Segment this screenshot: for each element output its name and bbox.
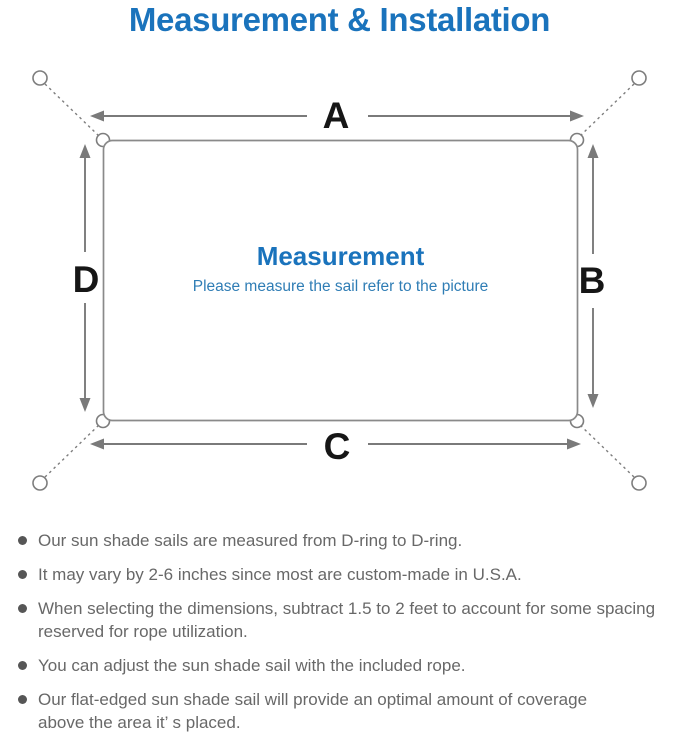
dimension-label-d: D	[73, 259, 100, 300]
anchor-ring-icon-bottom-left	[32, 475, 48, 491]
sail-rectangle	[102, 139, 579, 422]
sail-caption-subtitle: Please measure the sail refer to the pic…	[192, 278, 489, 295]
note-text: It may vary by 2-6 inches since most are…	[38, 565, 522, 584]
anchor-ring-icon-top-right	[631, 70, 647, 86]
bullet-icon	[18, 695, 27, 704]
list-item: It may vary by 2-6 inches since most are…	[16, 563, 672, 586]
list-item: When selecting the dimensions, subtract …	[16, 597, 672, 643]
anchor-ring-icon-bottom-right	[631, 475, 647, 491]
notes-list: Our sun shade sails are measured from D-…	[16, 529, 676, 739]
note-text: Our sun shade sails are measured from D-…	[38, 531, 463, 550]
bullet-icon	[18, 570, 27, 579]
bullet-icon	[18, 604, 27, 613]
page-title: Measurement & Installation	[128, 1, 551, 38]
list-item: Our sun shade sails are measured from D-…	[16, 529, 672, 552]
note-text: You can adjust the sun shade sail with t…	[38, 656, 466, 675]
dimension-label-b: B	[579, 260, 606, 301]
dimension-arrow-c	[90, 438, 581, 450]
list-item: Our flat-edged sun shade sail will provi…	[16, 688, 608, 734]
bullet-icon	[18, 536, 27, 545]
note-text: Our flat-edged sun shade sail will provi…	[38, 690, 588, 732]
dimension-arrow-a	[90, 110, 584, 122]
rope-dashed-line-top-left	[44, 83, 101, 138]
rope-dashed-line-top-right	[578, 83, 635, 138]
rope-dashed-line-bottom-right	[578, 423, 635, 478]
dimension-arrow-b	[587, 144, 599, 408]
rope-dashed-line-bottom-left	[44, 423, 101, 478]
dimension-label-a: A	[323, 95, 350, 136]
dimension-label-c: C	[324, 426, 351, 467]
bullet-icon	[18, 661, 27, 670]
list-item: You can adjust the sun shade sail with t…	[16, 654, 672, 677]
anchor-ring-icon-top-left	[32, 70, 48, 86]
note-text: When selecting the dimensions, subtract …	[38, 599, 656, 641]
dimension-arrow-d	[79, 144, 91, 412]
sail-caption-title: Measurement	[256, 241, 425, 271]
measurement-diagram: A C D B	[32, 70, 647, 491]
sail-caption: Measurement Please measure the sail refe…	[103, 243, 578, 297]
